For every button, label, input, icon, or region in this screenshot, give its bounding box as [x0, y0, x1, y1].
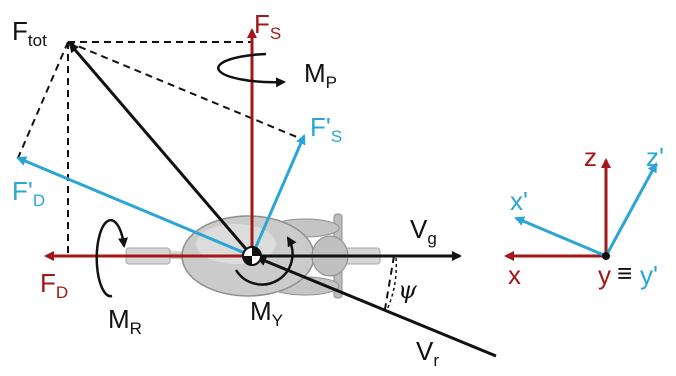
- label-axis-y: y: [598, 260, 611, 290]
- coordinate-frame: z z' x' x y ≡ y': [504, 142, 664, 290]
- label-vr: Vr: [416, 336, 439, 370]
- label-psi: ψ: [398, 276, 418, 304]
- my-moment-arrow: [234, 236, 297, 286]
- label-axis-z-prime: z': [646, 142, 664, 172]
- mr-moment-arrow: [95, 218, 128, 298]
- label-vg: Vg: [410, 214, 437, 248]
- label-fs-prime: F'S: [310, 112, 342, 146]
- label-equiv: ≡: [617, 258, 632, 288]
- origin-dot: [602, 252, 610, 260]
- vr-arrow: [256, 256, 497, 358]
- construction-lines: [17, 41, 395, 316]
- label-axis-z: z: [584, 142, 597, 172]
- label-axis-y-prime: y': [640, 260, 658, 290]
- label-mr: MR: [108, 304, 142, 338]
- ftot-arrow: [68, 42, 254, 257]
- label-ftot: Ftot: [12, 16, 47, 50]
- axis-x-prime-arrow: [514, 216, 607, 258]
- label-fd: FD: [40, 268, 68, 302]
- cyclist-figure: [125, 213, 381, 299]
- dash-ftot-to-fdprime: [17, 41, 69, 159]
- label-fs: FS: [254, 9, 281, 43]
- dash-ftot-to-fsprime: [67, 41, 305, 141]
- label-my: MY: [250, 296, 283, 330]
- psi-angle-arc: [385, 257, 398, 313]
- dash-psi-marker: [383, 255, 395, 316]
- mp-moment-arrow: [217, 52, 286, 88]
- label-axis-x-prime: x': [510, 186, 528, 216]
- center-of-mass-icon: [242, 246, 262, 266]
- fdprime-arrow: [16, 156, 253, 258]
- label-mp: MP: [304, 58, 337, 92]
- axis-z-prime-arrow: [604, 162, 658, 257]
- label-fd-prime: F'D: [12, 176, 45, 210]
- fsprime-arrow: [250, 134, 306, 257]
- label-axis-x: x: [508, 260, 521, 290]
